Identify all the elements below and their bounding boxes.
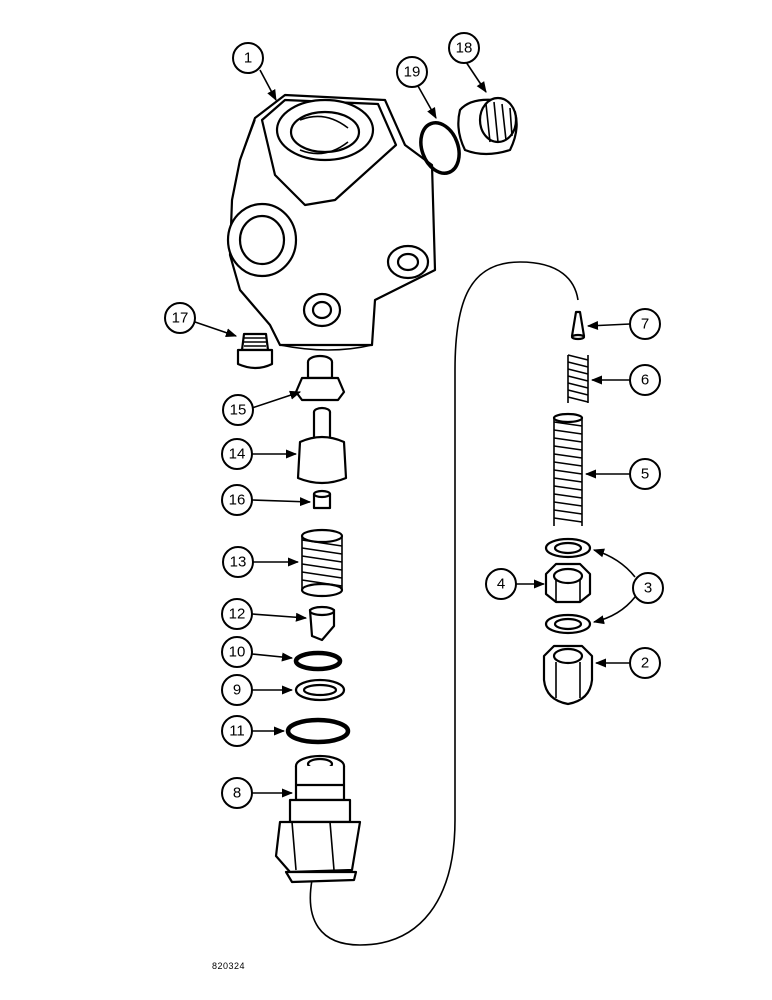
callout-12: 12 [221,598,308,630]
svg-text:17: 17 [172,310,189,327]
svg-text:13: 13 [230,554,247,571]
callout-2: 2 [594,647,661,679]
pin-12 [308,605,336,642]
washer-3-lower [544,613,592,635]
callout-6: 6 [590,364,661,396]
cartridge-8 [274,754,362,884]
callout-13: 13 [222,546,300,578]
acorn-nut-2 [542,644,594,706]
callout-16: 16 [221,484,312,516]
svg-text:3: 3 [644,580,652,597]
svg-text:10: 10 [229,644,246,661]
piston-16 [312,489,332,510]
plug-18 [457,96,518,156]
callout-8: 8 [221,777,294,809]
callout-15: 15 [222,390,302,426]
o-ring-19 [419,121,461,175]
callout-14: 14 [221,438,298,470]
callout-1: 1 [232,42,277,101]
callout-11: 11 [221,715,286,747]
svg-text:6: 6 [641,372,649,389]
svg-text:15: 15 [230,402,247,419]
o-ring-11 [285,717,351,745]
callout-9: 9 [221,674,294,706]
svg-text:5: 5 [641,466,649,483]
seat-15 [294,354,346,402]
svg-text:18: 18 [456,40,473,57]
svg-text:9: 9 [233,682,241,699]
assembly-path-line [309,261,579,946]
svg-text:11: 11 [229,723,245,740]
callout-7: 7 [586,308,661,340]
callout-18: 18 [448,32,487,93]
spring-6 [567,354,589,403]
callout-5: 5 [584,458,661,490]
jam-nut-4 [544,562,592,604]
svg-text:7: 7 [641,316,649,333]
valve-body [226,93,437,351]
svg-text:8: 8 [233,785,241,802]
poppet-14 [296,406,348,485]
svg-text:2: 2 [641,655,649,672]
svg-text:19: 19 [404,64,421,81]
callout-17: 17 [164,302,238,337]
svg-text:4: 4 [497,576,505,593]
spring-13 [300,528,344,598]
callout-10: 10 [221,636,294,668]
pin-7 [570,310,586,341]
callout-3: 3 [592,548,664,625]
figure-id-label: 820324 [212,961,246,971]
plug-17 [236,332,274,370]
washer-3-upper [544,537,592,559]
callout-19: 19 [396,56,437,119]
svg-text:12: 12 [229,606,246,623]
washer-9 [294,678,346,702]
o-ring-10 [293,650,343,672]
svg-text:1: 1 [244,50,252,67]
adjusting-screw-5 [552,412,584,526]
callout-4: 4 [485,568,546,600]
svg-text:16: 16 [229,492,246,509]
svg-text:14: 14 [229,446,246,463]
